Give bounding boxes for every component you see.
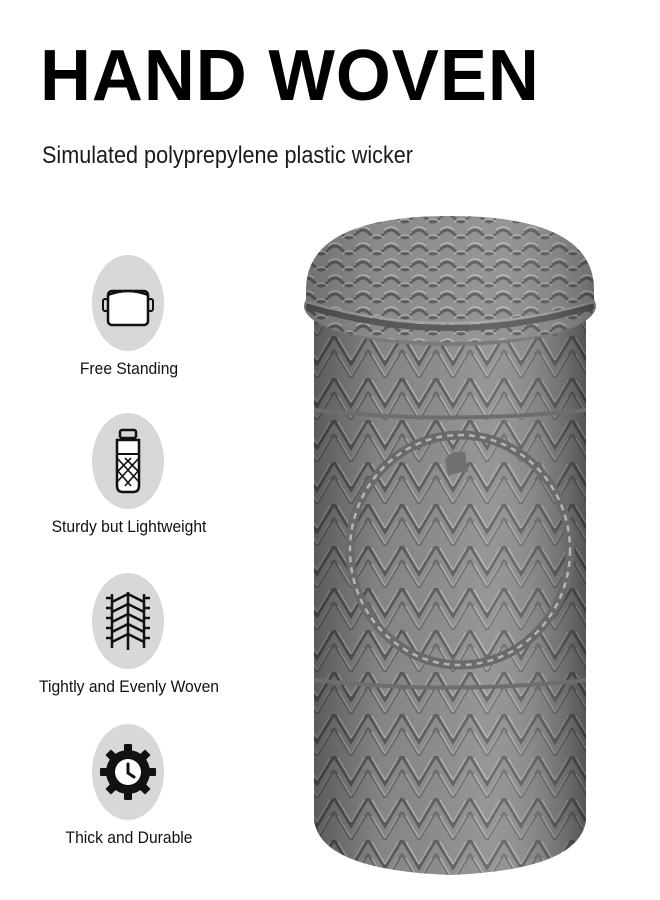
headline-title: HAND WOVEN (40, 36, 540, 116)
headline-subtitle: Simulated polyprepylene plastic wicker (42, 142, 413, 169)
feature-label: Free Standing (79, 359, 179, 378)
feature-label: Thick and Durable (65, 828, 193, 847)
feature-label: Sturdy but Lightweight (51, 517, 207, 536)
feature-icon-circle (92, 255, 164, 351)
feature-icon-circle (92, 573, 164, 669)
feature-icon-circle (92, 724, 164, 820)
feature-label: Tightly and Evenly Woven (39, 677, 219, 696)
bottle-icon (115, 428, 141, 494)
product-basket-image (300, 210, 600, 890)
gear-clock-icon (100, 744, 156, 800)
weave-icon (106, 592, 150, 650)
basket-icon (102, 289, 154, 327)
feature-icon-circle (92, 413, 164, 509)
